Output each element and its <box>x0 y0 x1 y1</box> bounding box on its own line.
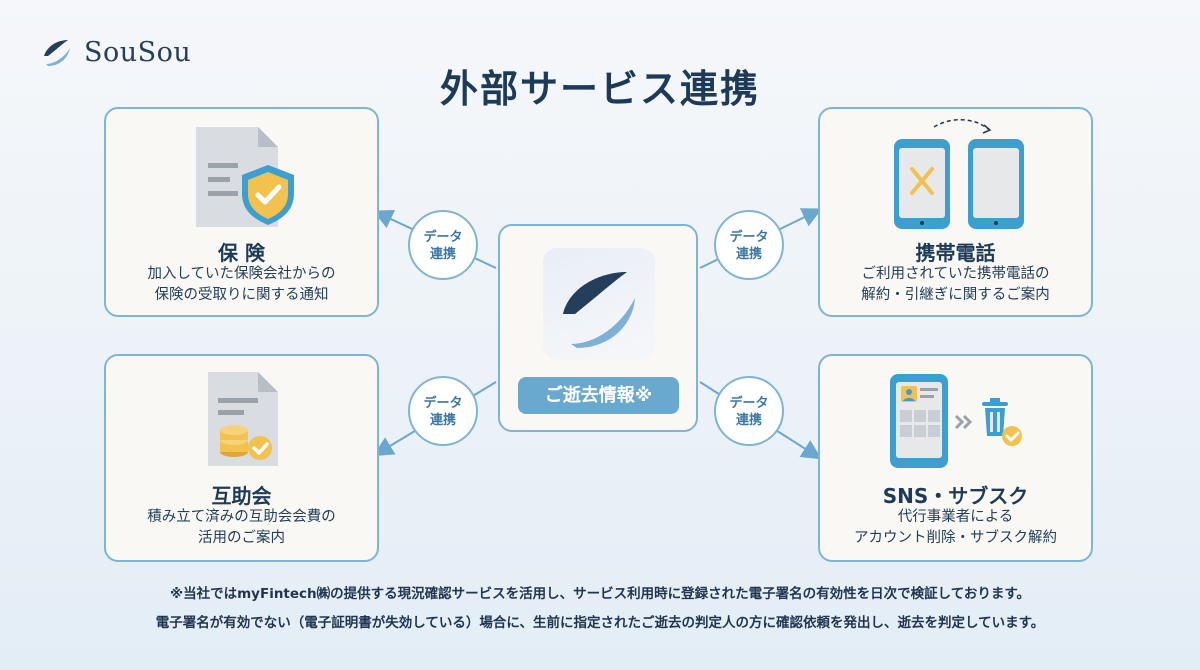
insurance-card: 保 険 加入していた保険会社からの 保険の受取りに関する通知 <box>104 107 379 317</box>
hands-logo-icon <box>44 40 70 66</box>
sns-subscription-title: SNS・サブスク <box>882 484 1029 508</box>
footnote-line-2: 電子署名が有効でない（電子証明書が失効している）場合に、生前に指定されたご逝去の… <box>155 615 1045 631</box>
insurance-document-icon <box>196 127 294 227</box>
mobile-phone-card: 携帯電話 ご利用されていた携帯電話の 解約・引継ぎに関するご案内 <box>818 107 1093 317</box>
insurance-description: 加入していた保険会社からの 保険の受取りに関する通知 <box>147 266 336 303</box>
badge-line2: 連携 <box>429 413 456 428</box>
badge-line2: 連携 <box>735 247 762 262</box>
death-info-card: ご逝去情報※ <box>498 224 698 432</box>
account-deletion-icon <box>890 374 1022 468</box>
phone-transfer-icon <box>894 119 1024 229</box>
data-link-badge-mutual-aid: データ 連携 <box>408 376 478 446</box>
data-link-badge-sns: データ 連携 <box>714 376 784 446</box>
badge-line1: データ <box>729 230 769 245</box>
page-title: 外部サービス連携 <box>439 67 760 111</box>
mutual-aid-card: 互助会 積み立て済みの互助会会費の 活用のご案内 <box>104 354 379 562</box>
data-link-badge-insurance: データ 連携 <box>408 210 478 280</box>
hands-icon <box>563 272 635 348</box>
sns-subscription-description: 代行事業者による アカウント削除・サブスク解約 <box>854 509 1057 546</box>
data-link-badge-mobile: データ 連携 <box>714 210 784 280</box>
badge-line1: データ <box>729 396 769 411</box>
death-info-label: ご逝去情報※ <box>518 377 679 414</box>
app-icon <box>543 248 655 360</box>
footnote-line-1: ※当社ではmyFintech㈱の提供する現況確認サービスを活用し、サービス利用時… <box>169 586 1030 602</box>
mutual-aid-description: 積み立て済みの互助会会費の 活用のご案内 <box>147 509 336 546</box>
mobile-phone-title: 携帯電話 <box>915 241 996 265</box>
mobile-phone-description: ご利用されていた携帯電話の 解約・引継ぎに関するご案内 <box>861 266 1050 303</box>
mutual-aid-title: 互助会 <box>211 484 272 508</box>
badge-line2: 連携 <box>735 413 762 428</box>
sns-subscription-card: SNS・サブスク 代行事業者による アカウント削除・サブスク解約 <box>818 354 1093 562</box>
brand-name: SouSou <box>84 36 192 68</box>
badge-line1: データ <box>423 396 463 411</box>
badge-line1: データ <box>423 230 463 245</box>
insurance-title: 保 険 <box>218 241 265 265</box>
badge-line2: 連携 <box>429 247 456 262</box>
brand-logo: SouSou <box>38 34 191 70</box>
mutual-aid-document-icon <box>208 372 278 466</box>
